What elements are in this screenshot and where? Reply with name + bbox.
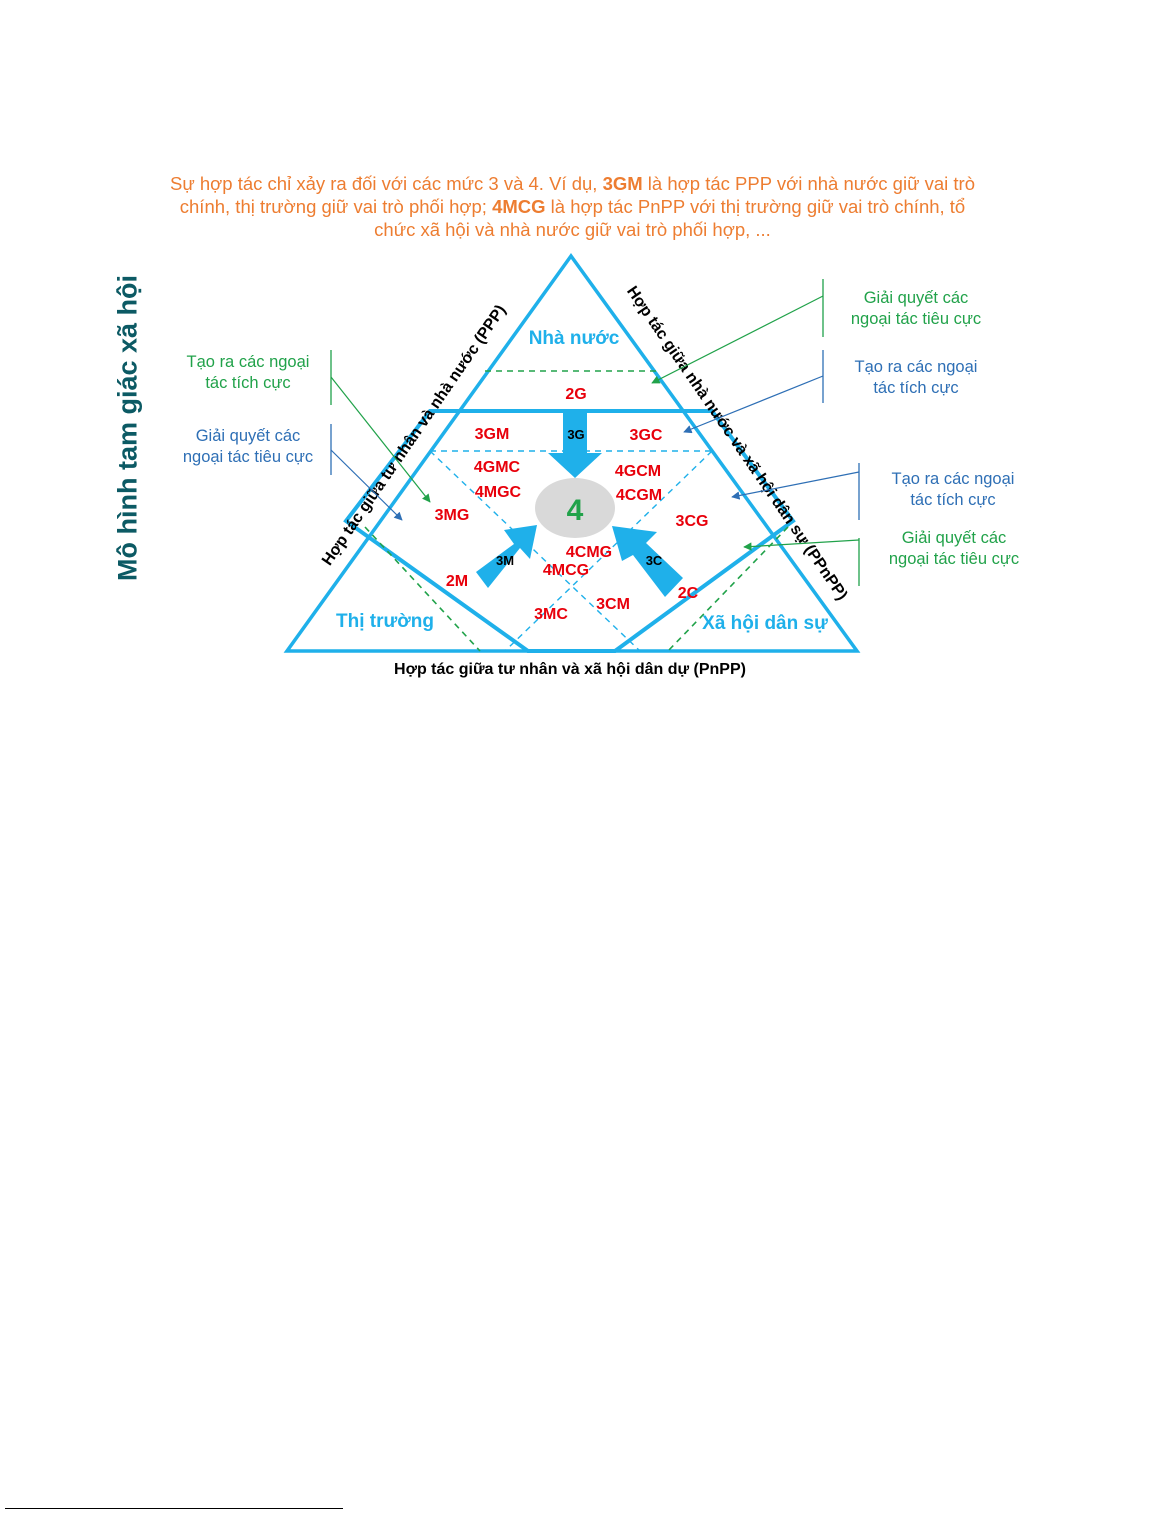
cell-4mgc: 4MGC xyxy=(475,484,522,501)
cell-2m: 2M xyxy=(446,573,468,590)
cell-4gcm: 4GCM xyxy=(615,463,661,480)
note-right-mid-create: Tạo ra các ngoại tác tích cực xyxy=(873,469,1033,511)
corner-label-state: Nhà nước xyxy=(529,328,620,349)
cell-2c: 2C xyxy=(678,585,699,602)
note-line: Giải quyết các xyxy=(901,529,1007,547)
note-line: Giải quyết các xyxy=(863,289,969,307)
arrow-label-3g: 3G xyxy=(567,427,584,442)
caption-text: là hợp tác PnPP với thị trường giữ vai t… xyxy=(545,196,966,217)
edge-label-pnpp: Hợp tác giữa tư nhân và xã hội dân dự (P… xyxy=(394,661,746,678)
cell-4gmc: 4GMC xyxy=(474,459,521,476)
caption-code-3gm: 3GM xyxy=(602,173,643,194)
caption-text: Sự hợp tác chỉ xảy ra đối với các mức 3 … xyxy=(170,173,603,194)
cell-3cm: 3CM xyxy=(596,596,630,613)
note-line: ngoại tác tiêu cực xyxy=(850,310,982,328)
inner-hexagon xyxy=(343,409,796,653)
note-line: Tạo ra các ngoại xyxy=(186,353,310,371)
note-right-top-solve: Giải quyết các ngoại tác tiêu cực xyxy=(836,288,996,330)
cell-3gc: 3GC xyxy=(630,427,663,444)
note-left-create: Tạo ra các ngoại tác tích cực xyxy=(168,352,328,394)
caption-line-3: chức xã hội và nhà nước giữ vai trò phối… xyxy=(374,219,771,240)
pointer-left-solve xyxy=(330,449,403,521)
caption-code-4mcg: 4MCG xyxy=(492,196,546,217)
note-line: Tạo ra các ngoại xyxy=(854,358,978,376)
caption-text: là hợp tác PPP với nhà nước giữ vai trò xyxy=(642,173,975,194)
note-line: ngoại tác tiêu cực xyxy=(182,448,314,466)
cell-4cgm: 4CGM xyxy=(616,487,662,504)
note-left-solve: Giải quyết các ngoại tác tiêu cực xyxy=(168,426,328,468)
note-line: tác tích cực xyxy=(910,491,996,509)
dashed-inner-line xyxy=(504,450,713,652)
center-label: 4 xyxy=(567,494,584,527)
note-line: ngoại tác tiêu cực xyxy=(888,550,1020,568)
note-right-mid-solve: Giải quyết các ngoại tác tiêu cực xyxy=(871,528,1037,570)
pointer-right-mid-create xyxy=(731,471,860,500)
corner-label-civil-society: Xã hội dân sự xyxy=(702,613,828,634)
arrow-3c xyxy=(612,526,683,597)
note-right-top-create: Tạo ra các ngoại tác tích cực xyxy=(836,357,996,399)
caption-text: chính, thị trường giữ vai trò phối hợp; xyxy=(179,196,493,217)
dashed-right-separator xyxy=(667,526,789,652)
cell-3cg: 3CG xyxy=(676,513,709,530)
dashed-inner-line xyxy=(429,450,641,652)
arrow-label-3c: 3C xyxy=(646,553,663,568)
pointer-right-mid-solve xyxy=(743,539,860,551)
footnote-separator xyxy=(5,1508,343,1509)
caption-line-2: chính, thị trường giữ vai trò phối hợp; … xyxy=(130,195,1015,218)
cell-3mg: 3MG xyxy=(435,507,470,524)
note-line: Giải quyết các xyxy=(195,427,301,445)
cell-3gm: 3GM xyxy=(475,426,510,443)
note-line: tác tích cực xyxy=(873,379,959,397)
cell-4mcg: 4MCG xyxy=(543,562,589,579)
arrow-3g xyxy=(548,411,602,478)
arrow-label-3m: 3M xyxy=(496,553,514,568)
cell-4cmg: 4CMG xyxy=(566,544,612,561)
figure-caption: Sự hợp tác chỉ xảy ra đối với các mức 3 … xyxy=(130,172,1015,241)
pointer-right-top-create xyxy=(683,375,824,434)
cell-3mc: 3MC xyxy=(534,606,568,623)
center-ellipse xyxy=(535,478,615,538)
corner-label-market: Thị trường xyxy=(336,611,434,632)
pointer-right-top-solve xyxy=(651,295,824,384)
arrow-3m xyxy=(476,525,537,588)
note-line: Tạo ra các ngoại xyxy=(891,470,1015,488)
cell-2g: 2G xyxy=(565,386,586,403)
note-line: tác tích cực xyxy=(205,374,291,392)
caption-line-1: Sự hợp tác chỉ xảy ra đối với các mức 3 … xyxy=(130,172,1015,195)
pointer-left-create xyxy=(330,376,431,503)
